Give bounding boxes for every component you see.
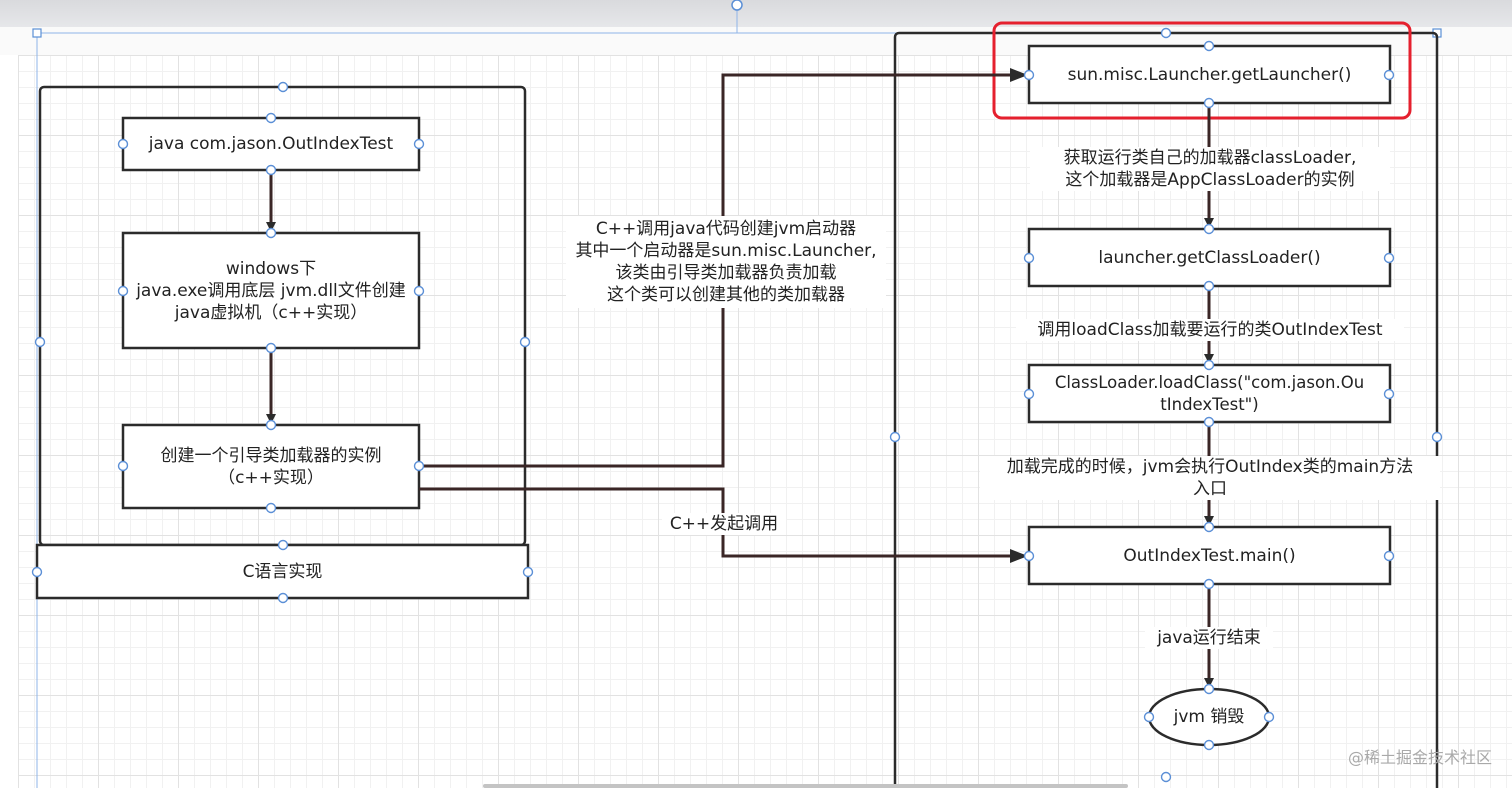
connection-handle[interactable] <box>117 460 129 472</box>
connection-handle[interactable] <box>277 592 289 604</box>
highlight-frame <box>992 21 1412 120</box>
connection-handle[interactable] <box>1160 27 1172 39</box>
connection-handle[interactable] <box>1203 416 1215 428</box>
connection-handle[interactable] <box>1023 388 1035 400</box>
c-impl-box[interactable] <box>35 543 530 600</box>
connection-handle[interactable] <box>1203 683 1215 695</box>
cpp-launcher-label: C++调用java代码创建jvm启动器 其中一个启动器是sun.misc.Lau… <box>566 216 886 308</box>
main-box[interactable] <box>1027 525 1392 586</box>
connection-handle[interactable] <box>34 336 46 348</box>
load-class-box[interactable] <box>1027 363 1392 424</box>
cpp-invoke-label: C++发起调用 <box>662 513 786 535</box>
connection-handle[interactable] <box>277 81 289 93</box>
connection-handle[interactable] <box>1203 521 1215 533</box>
connection-handle[interactable] <box>1203 280 1215 292</box>
get-loader-label: 获取运行类自己的加载器classLoader, 这个加载器是AppClassLo… <box>1030 147 1390 191</box>
connection-handle[interactable] <box>1203 739 1215 751</box>
connection-handle[interactable] <box>1263 711 1275 723</box>
exec-main-label: 加载完成的时候，jvm会执行OutIndex类的main方法 入口 <box>980 456 1440 500</box>
connection-handle[interactable] <box>265 419 277 431</box>
connection-handle[interactable] <box>1203 97 1215 109</box>
get-launcher-box[interactable] <box>1027 44 1392 105</box>
connection-handle[interactable] <box>1383 69 1395 81</box>
connection-handle[interactable] <box>1023 550 1035 562</box>
connection-handle[interactable] <box>265 342 277 354</box>
connection-handle[interactable] <box>31 566 43 578</box>
rotate-handle[interactable] <box>731 0 743 11</box>
connection-handle[interactable] <box>265 227 277 239</box>
connection-handle[interactable] <box>277 539 289 551</box>
horizontal-scrollbar[interactable] <box>483 784 1128 788</box>
connection-handle[interactable] <box>1023 252 1035 264</box>
watermark: @稀土掘金技术社区 <box>1347 748 1492 767</box>
connection-handle[interactable] <box>1203 40 1215 52</box>
connection-handle[interactable] <box>1431 431 1443 443</box>
connection-handle[interactable] <box>1203 223 1215 235</box>
connection-handle[interactable] <box>1203 359 1215 371</box>
connection-handle[interactable] <box>117 138 129 150</box>
java-end-label: java运行结束 <box>1145 627 1273 649</box>
connection-handle[interactable] <box>1160 771 1172 783</box>
jvm-destroy-ellipse[interactable] <box>1147 687 1271 747</box>
connection-handle[interactable] <box>889 431 901 443</box>
get-class-loader-box[interactable] <box>1027 227 1392 288</box>
resize-handle[interactable] <box>32 28 42 38</box>
windows-jvm-box[interactable] <box>121 231 421 350</box>
load-call-label: 调用loadClass加载要运行的类OutIndexTest <box>1016 319 1404 341</box>
connection-handles[interactable] <box>31 27 1443 783</box>
connection-handle[interactable] <box>265 502 277 514</box>
connection-handle[interactable] <box>1383 252 1395 264</box>
connection-handle[interactable] <box>1383 550 1395 562</box>
connection-handle[interactable] <box>522 566 534 578</box>
connection-handle[interactable] <box>1023 69 1035 81</box>
connection-handle[interactable] <box>265 164 277 176</box>
bootstrap-loader-box[interactable] <box>121 423 421 510</box>
java-cmd-box[interactable] <box>121 116 421 172</box>
connection-handle[interactable] <box>519 336 531 348</box>
connection-handle[interactable] <box>1383 388 1395 400</box>
connection-handle[interactable] <box>413 138 425 150</box>
connection-handle[interactable] <box>413 285 425 297</box>
connection-handle[interactable] <box>265 112 277 124</box>
connection-handle[interactable] <box>413 460 425 472</box>
connection-handle[interactable] <box>1143 711 1155 723</box>
connection-handle[interactable] <box>117 285 129 297</box>
connection-handle[interactable] <box>1203 578 1215 590</box>
